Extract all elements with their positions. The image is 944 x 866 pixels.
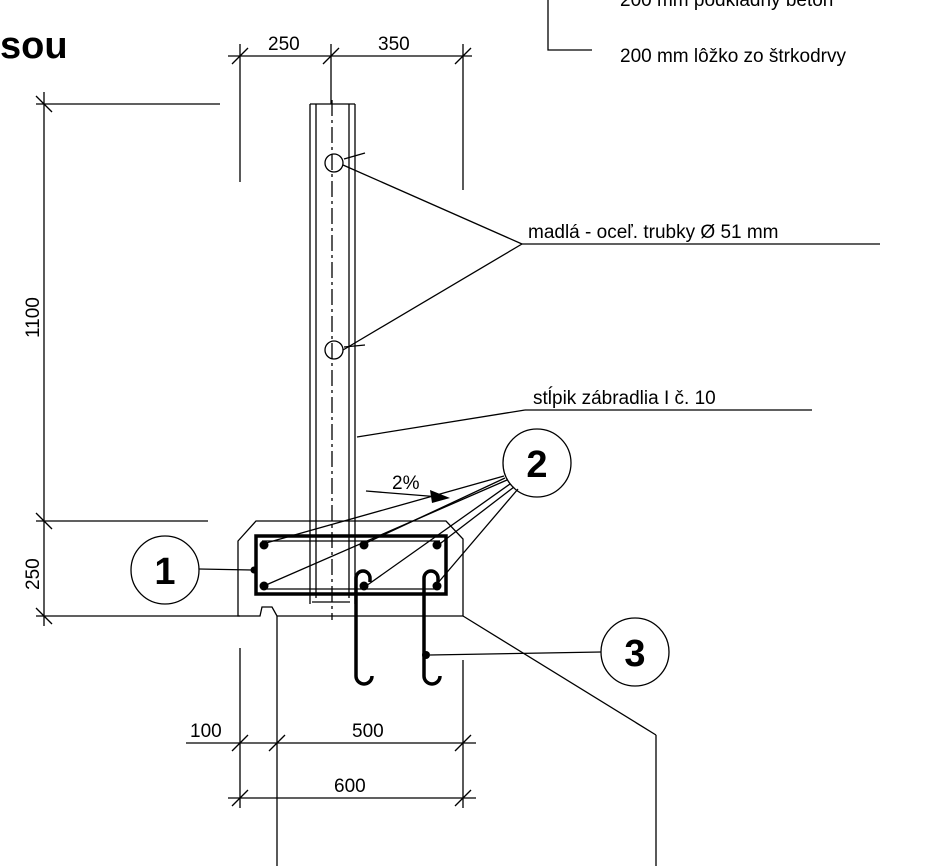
- title-fragment: sou: [0, 25, 68, 67]
- marker-3: 3: [429, 617, 670, 687]
- marker-3-label: 3: [624, 633, 645, 675]
- handrail-callout: madlá - oceľ. trubky Ø 51 mm: [342, 164, 880, 351]
- marker-2-label: 2: [526, 444, 547, 486]
- dim-height-base: 250: [23, 558, 44, 590]
- legend-leader: [547, 0, 592, 51]
- legend-line-2: 200 mm lôžko zo štrkodrvy: [620, 46, 846, 67]
- marker-1: 1: [130, 535, 258, 605]
- marker-1-label: 1: [154, 551, 175, 593]
- post-label: stĺpik zábradlia I č. 10: [533, 387, 716, 409]
- slope-indicator: 2%: [365, 473, 450, 503]
- dim-top-right: 350: [378, 34, 410, 55]
- foundation-wall: [276, 615, 657, 866]
- dim-bottom-mid: 500: [352, 721, 384, 742]
- handrail-pipe-upper: [324, 153, 344, 173]
- concrete-cap: [237, 520, 464, 617]
- railing-post: [309, 100, 356, 620]
- legend-line-1: 200 mm podkladný betón: [620, 0, 833, 11]
- bottom-dimension: 100 500 600: [186, 648, 476, 808]
- left-dimension: 1100 250: [23, 92, 240, 626]
- dim-bottom-left: 100: [190, 721, 222, 742]
- dim-top-left: 250: [268, 34, 300, 55]
- handrail-pipe-lower: [324, 340, 344, 360]
- dim-bottom-total: 600: [334, 776, 366, 797]
- top-dimension: 250 350: [228, 34, 472, 190]
- slope-label: 2%: [392, 473, 420, 494]
- slope-arrow-head: [430, 490, 450, 503]
- dim-height-rail: 1100: [23, 297, 44, 338]
- anchor-hooks: [354, 569, 442, 686]
- post-callout: stĺpik zábradlia I č. 10: [356, 387, 812, 438]
- reinforcement-cage: [254, 534, 448, 596]
- handrail-label: madlá - oceľ. trubky Ø 51 mm: [528, 222, 779, 243]
- handrail-pipes: [324, 152, 366, 360]
- marker-2: 2: [265, 428, 572, 587]
